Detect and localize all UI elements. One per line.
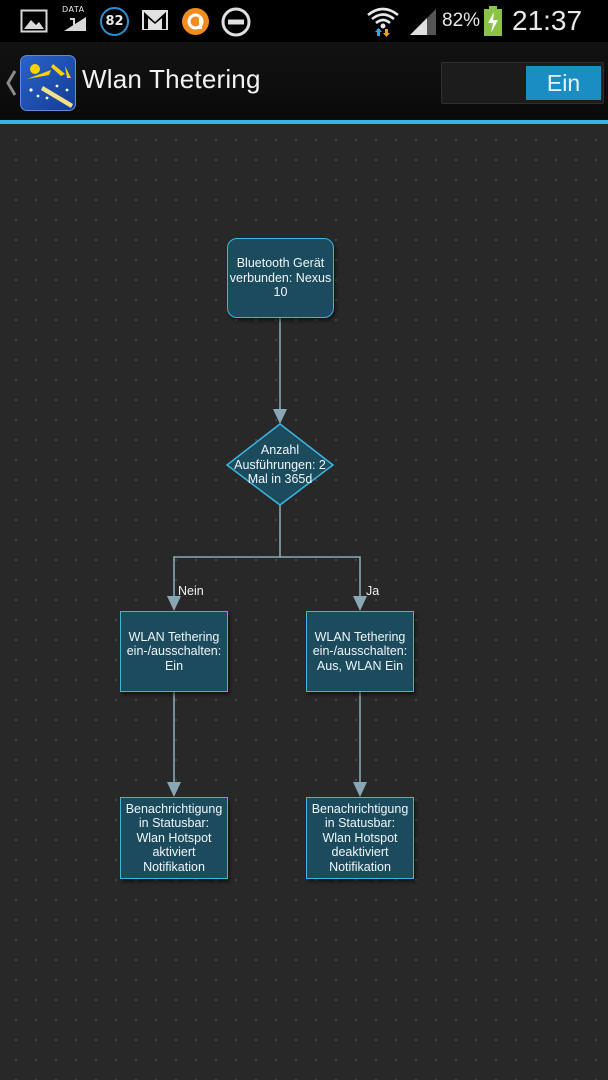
trigger-node[interactable]: Bluetooth Gerät verbunden: Nexus 10 xyxy=(227,238,334,318)
condition-node-label[interactable]: Anzahl Ausführungen: 2 Mal in 365d xyxy=(234,443,326,486)
data-label: DATA xyxy=(62,5,85,14)
enable-toggle[interactable]: Ein xyxy=(441,62,604,104)
branch-no-label: Nein xyxy=(178,584,204,598)
page-title: Wlan Thetering xyxy=(82,64,261,94)
branch-yes-label: Ja xyxy=(366,584,380,598)
action-bar-divider xyxy=(0,120,608,124)
badge-82-text: 82 xyxy=(105,14,124,29)
battery-percent: 82% xyxy=(442,10,481,31)
clock-time: 21:37 xyxy=(512,5,583,36)
trigger-node-label: Bluetooth Gerät verbunden: Nexus 10 xyxy=(229,256,332,300)
avast-icon xyxy=(182,8,209,35)
toggle-thumb-on[interactable]: Ein xyxy=(526,66,601,100)
notify-node-no-label: Benachrichtigung in Statusbar: Wlan Hots… xyxy=(125,801,223,874)
gmail-icon xyxy=(142,10,168,30)
signal-icon xyxy=(410,9,436,35)
notify-node-yes-label: Benachrichtigung in Statusbar: Wlan Hots… xyxy=(311,801,409,874)
action-node-no-label: WLAN Tethering ein-/ausschalten: Ein xyxy=(126,629,222,673)
app-icon[interactable] xyxy=(20,55,76,111)
back-chevron-icon[interactable] xyxy=(4,68,18,98)
notify-node-no[interactable]: Benachrichtigung in Statusbar: Wlan Hots… xyxy=(120,797,228,879)
wifi-icon xyxy=(367,7,399,37)
action-node-yes-label: WLAN Tethering ein-/ausschalten: Aus, WL… xyxy=(312,629,408,673)
gallery-icon xyxy=(20,9,48,33)
action-node-no[interactable]: WLAN Tethering ein-/ausschalten: Ein xyxy=(120,611,228,692)
badge-82-icon: 82 xyxy=(100,7,129,36)
data-transfer-icon xyxy=(64,17,86,31)
action-node-yes[interactable]: WLAN Tethering ein-/ausschalten: Aus, WL… xyxy=(306,611,414,692)
status-bar: DATA 82 82% 21:37 xyxy=(0,0,608,42)
battery-charging-icon xyxy=(484,6,502,36)
blocked-icon xyxy=(221,7,251,37)
notify-node-yes[interactable]: Benachrichtigung in Statusbar: Wlan Hots… xyxy=(306,797,414,879)
app-logo-icon xyxy=(27,64,73,108)
